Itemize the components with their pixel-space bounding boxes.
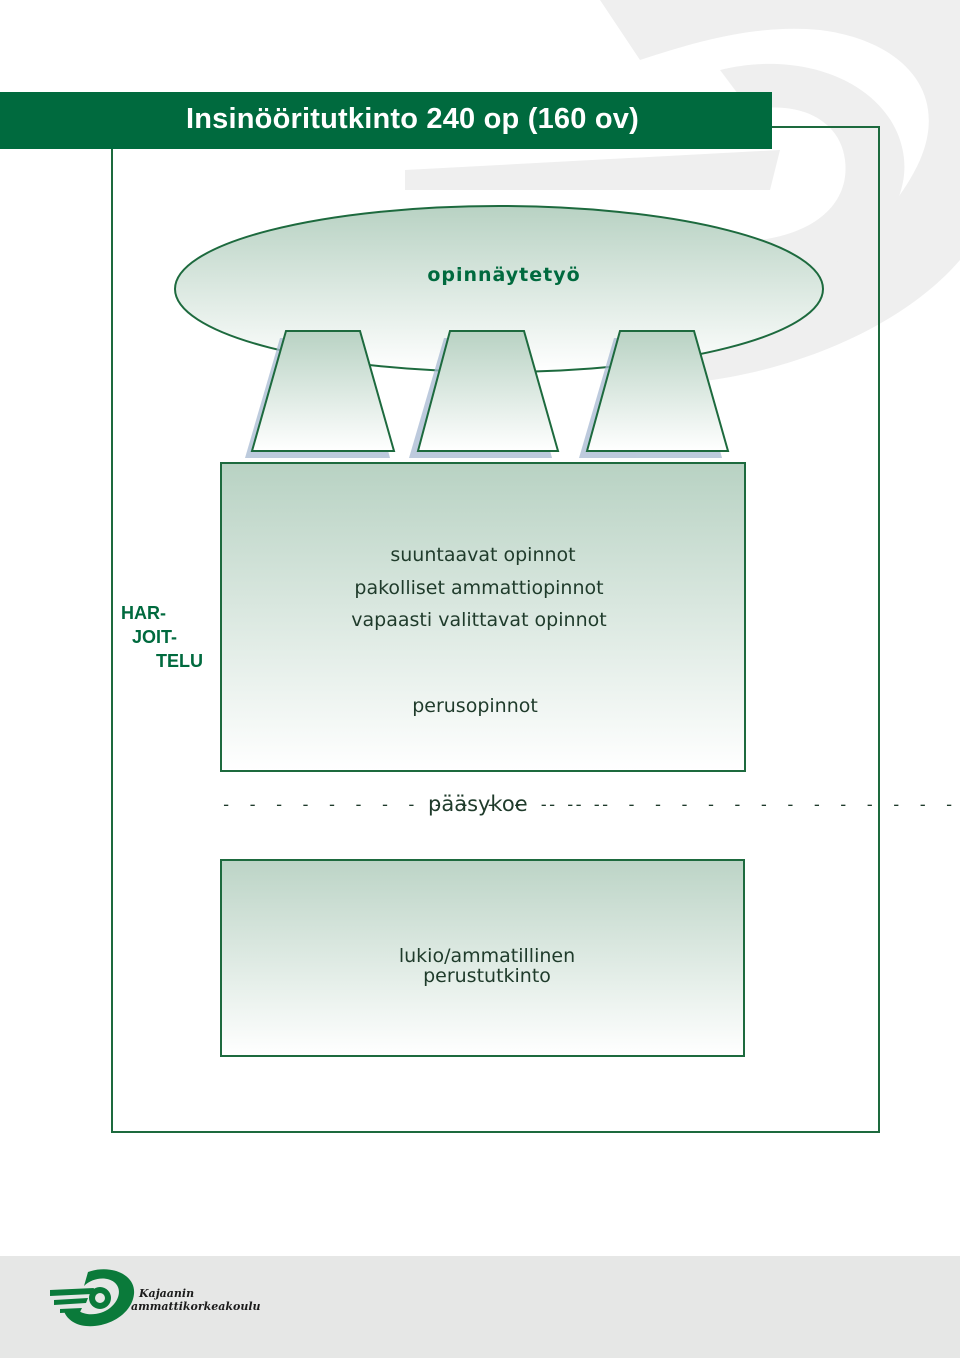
specialisation-block-3 (585, 330, 730, 452)
dash-line-right: - - - - - - - - - - - - - - - - (547, 795, 958, 815)
footer: Kajaanin ammattikorkeakoulu (0, 1256, 960, 1358)
studies-box (220, 462, 746, 772)
practice-label-2: JOIT- (132, 627, 178, 647)
practice-label-3: TELU (156, 651, 203, 671)
specialisation-studies-label: suuntaavat opinnot (390, 544, 576, 566)
title-bar: Insinööritutkinto 240 op (160 ov) (0, 92, 772, 149)
specialisation-block-1 (250, 330, 396, 452)
degree-structure-diagram (174, 205, 824, 1057)
kajaani-logo-icon (50, 1269, 135, 1327)
page-title: Insinööritutkinto 240 op (160 ov) (186, 103, 639, 135)
base-education-label-1: lukio/ammatillinen (398, 945, 576, 967)
dash-line-left: - - - - - - - - - - - - - - - (221, 795, 605, 815)
base-education-box (220, 859, 745, 1057)
entrance-exam-label: pääsykoe (428, 792, 528, 816)
thesis-label: opinnäytetyö (427, 264, 581, 286)
logo-line-2: ammattikorkeakoulu (131, 1300, 261, 1313)
logo-line-1: Kajaanin (139, 1287, 195, 1300)
practice-label-1: HAR- (121, 603, 166, 623)
compulsory-studies-label: pakolliset ammattiopinnot (354, 577, 604, 599)
elective-studies-label: vapaasti valittavat opinnot (351, 609, 607, 631)
base-education-label-2: perustutkinto (423, 965, 551, 987)
basic-studies-label: perusopinnot (412, 695, 538, 717)
specialisation-block-2 (416, 330, 560, 452)
